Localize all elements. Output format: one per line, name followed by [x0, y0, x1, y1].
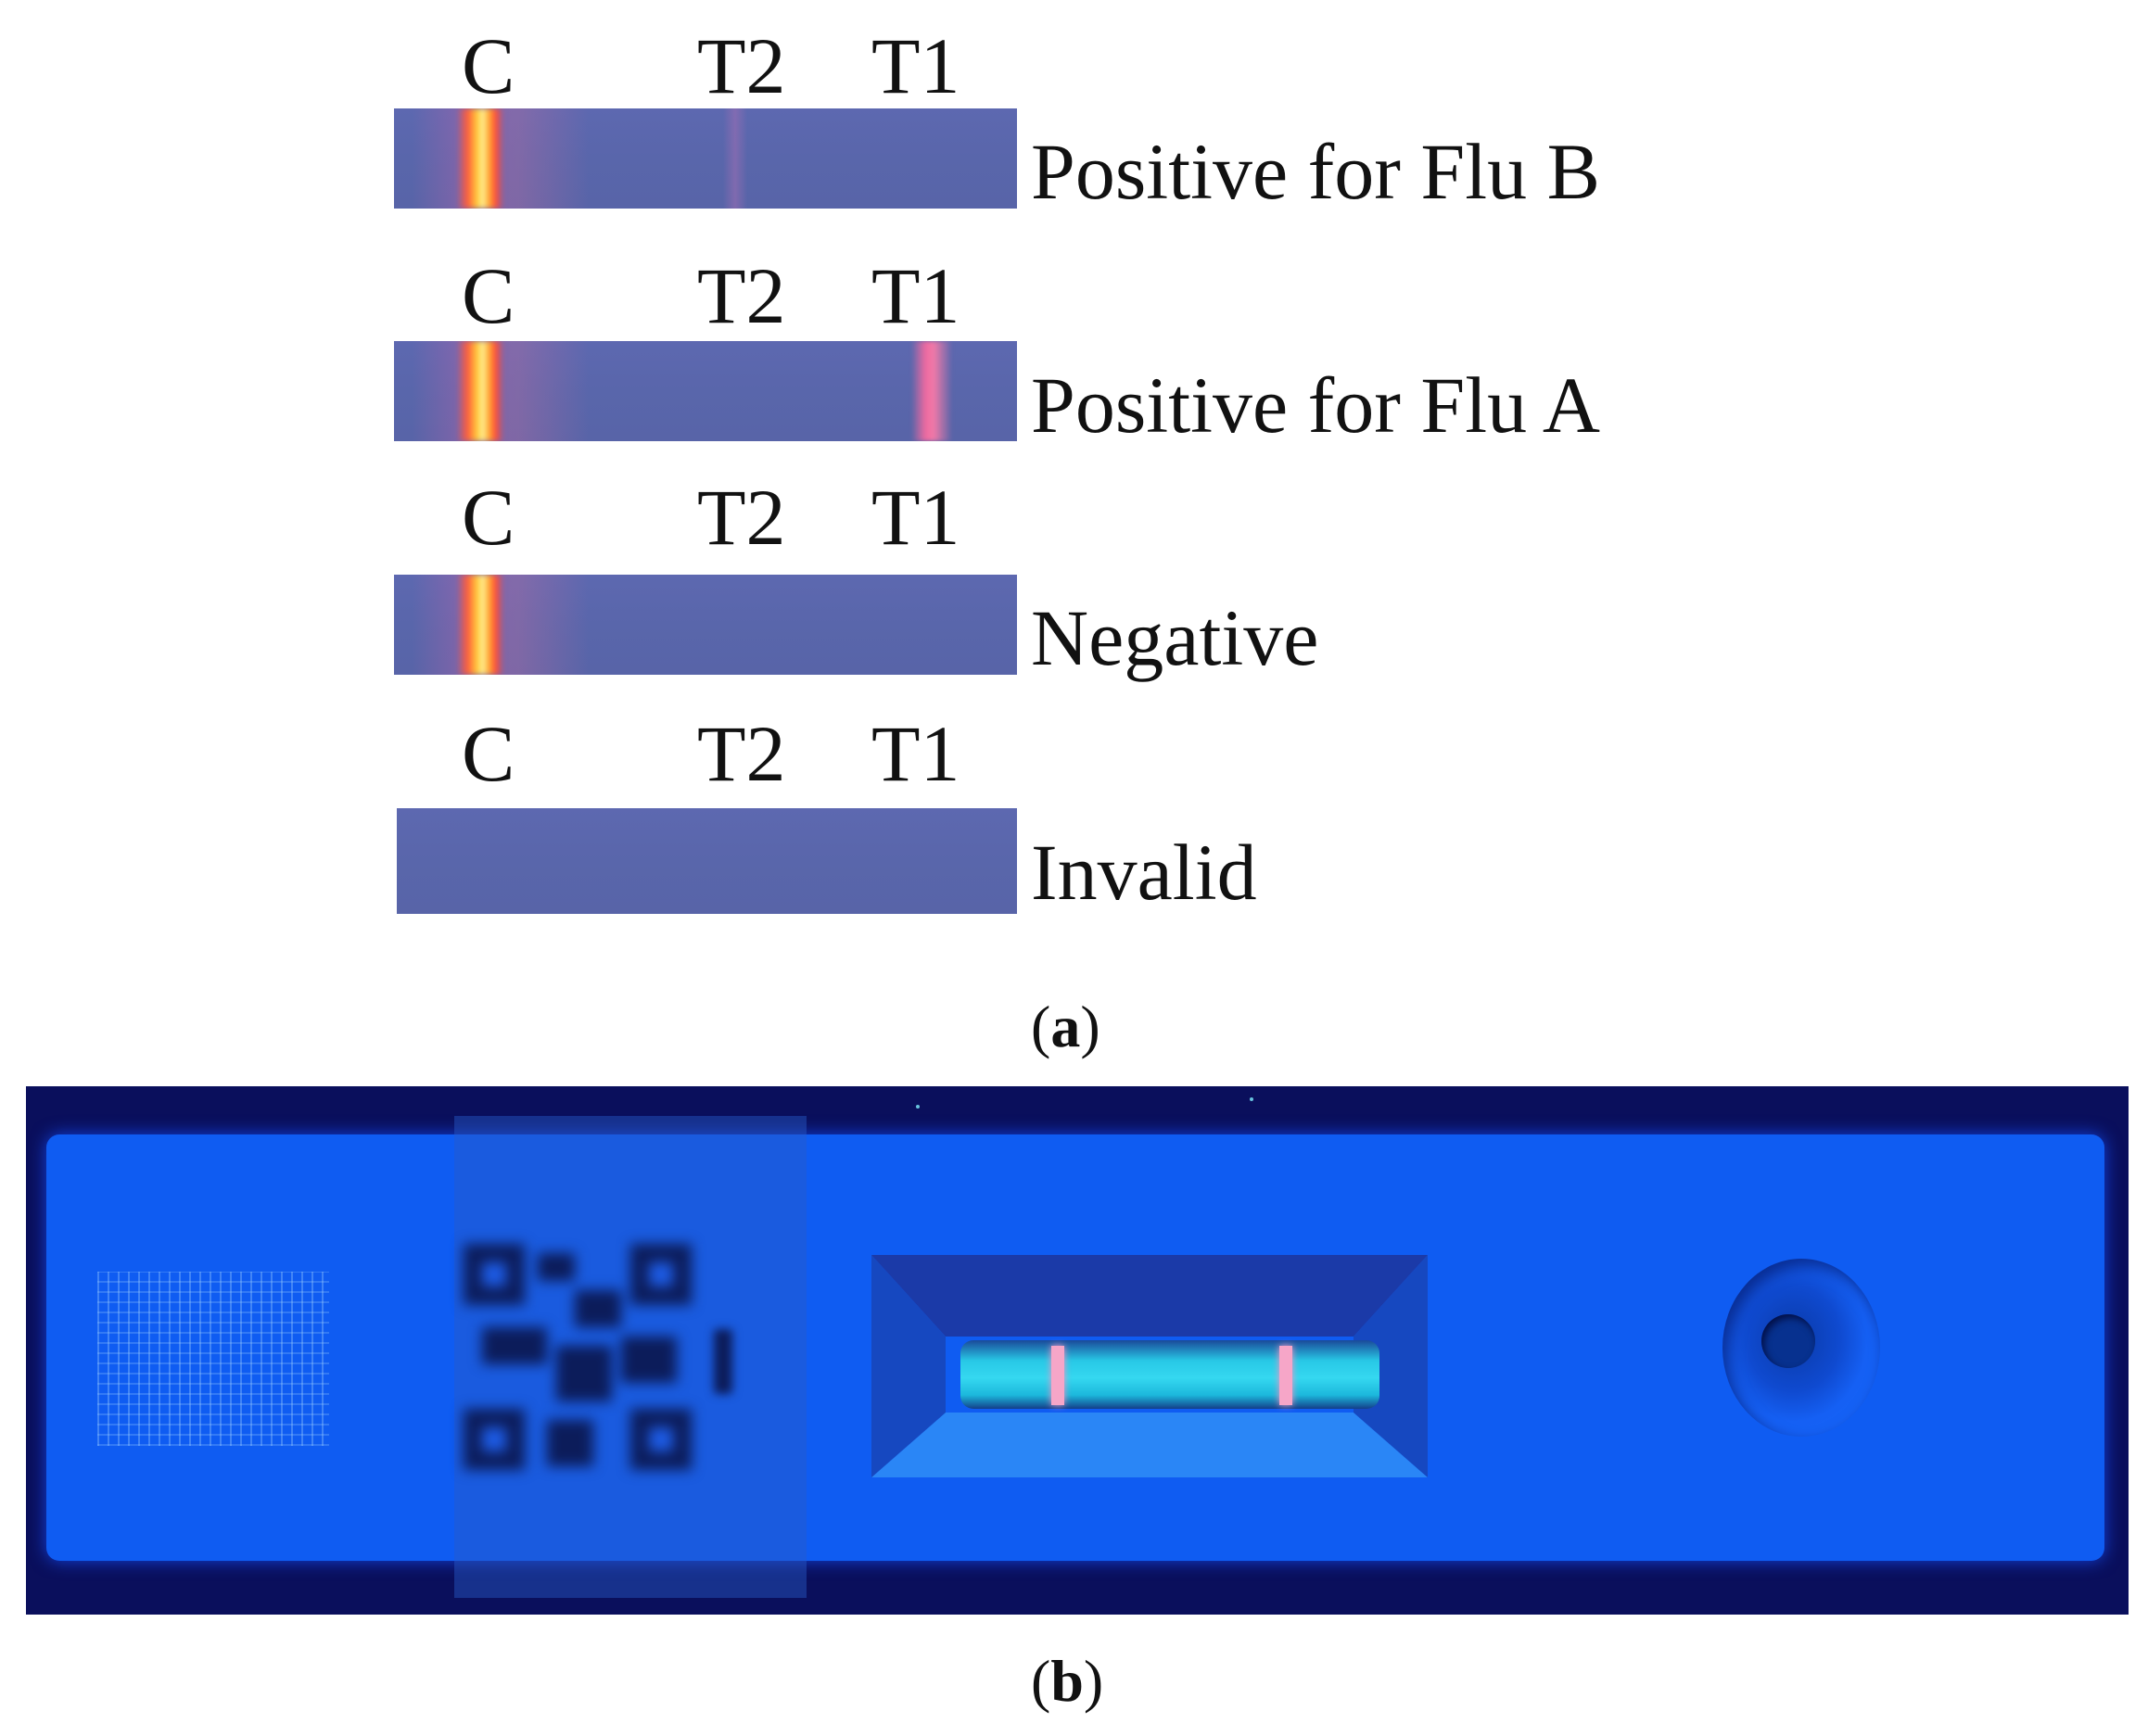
- result-label: Negative: [1031, 593, 1319, 682]
- qr-code: [464, 1244, 695, 1471]
- control-line: [457, 575, 503, 675]
- label-t1: T1: [871, 473, 960, 562]
- test-strip: [394, 341, 1017, 441]
- result-label: Positive for Flu A: [1031, 361, 1601, 450]
- caption-letter: a: [1050, 994, 1081, 1059]
- caption-a: (a): [1031, 997, 1100, 1057]
- result-label: Positive for Flu B: [1031, 127, 1601, 216]
- caption-paren-open: (: [1031, 994, 1051, 1059]
- control-line: [457, 341, 503, 441]
- label-t2: T2: [697, 473, 786, 562]
- test-strip: [397, 808, 1017, 914]
- dust-speck: [916, 1105, 920, 1109]
- test-strip: [394, 575, 1017, 675]
- membrane: [960, 1340, 1379, 1409]
- test-line: [1279, 1346, 1292, 1405]
- test-strip: [394, 108, 1017, 209]
- label-t2: T2: [697, 709, 786, 798]
- grip-texture: [97, 1272, 329, 1446]
- test-cassette: [46, 1116, 2104, 1598]
- caption-paren-close: ): [1083, 1648, 1104, 1714]
- window-bevel: [871, 1255, 1428, 1477]
- control-line: [1051, 1346, 1064, 1405]
- caption-paren-close: ): [1080, 994, 1100, 1059]
- label-t2: T2: [697, 251, 786, 340]
- result-label: Invalid: [1031, 828, 1257, 917]
- t1-line: [911, 341, 952, 441]
- label-t1: T1: [871, 21, 960, 110]
- panel-a: C T2 T1 Positive for Flu B C T2 T1 Posit…: [394, 21, 1601, 1057]
- result-window: [871, 1255, 1428, 1477]
- label-t1: T1: [871, 709, 960, 798]
- caption-letter: b: [1050, 1648, 1084, 1714]
- control-line: [457, 108, 503, 209]
- qr-tag: [714, 1329, 732, 1394]
- label-t1: T1: [871, 251, 960, 340]
- caption-paren-open: (: [1031, 1648, 1051, 1714]
- label-c: C: [462, 21, 515, 110]
- t2-line: [723, 108, 747, 209]
- panel-b-photo: [26, 1086, 2129, 1615]
- sample-well: [1722, 1259, 1880, 1437]
- label-c: C: [462, 251, 515, 340]
- caption-b: (b): [1031, 1652, 1103, 1711]
- label-c: C: [462, 709, 515, 798]
- dust-speck: [1250, 1097, 1253, 1101]
- label-c: C: [462, 473, 515, 562]
- label-t2: T2: [697, 21, 786, 110]
